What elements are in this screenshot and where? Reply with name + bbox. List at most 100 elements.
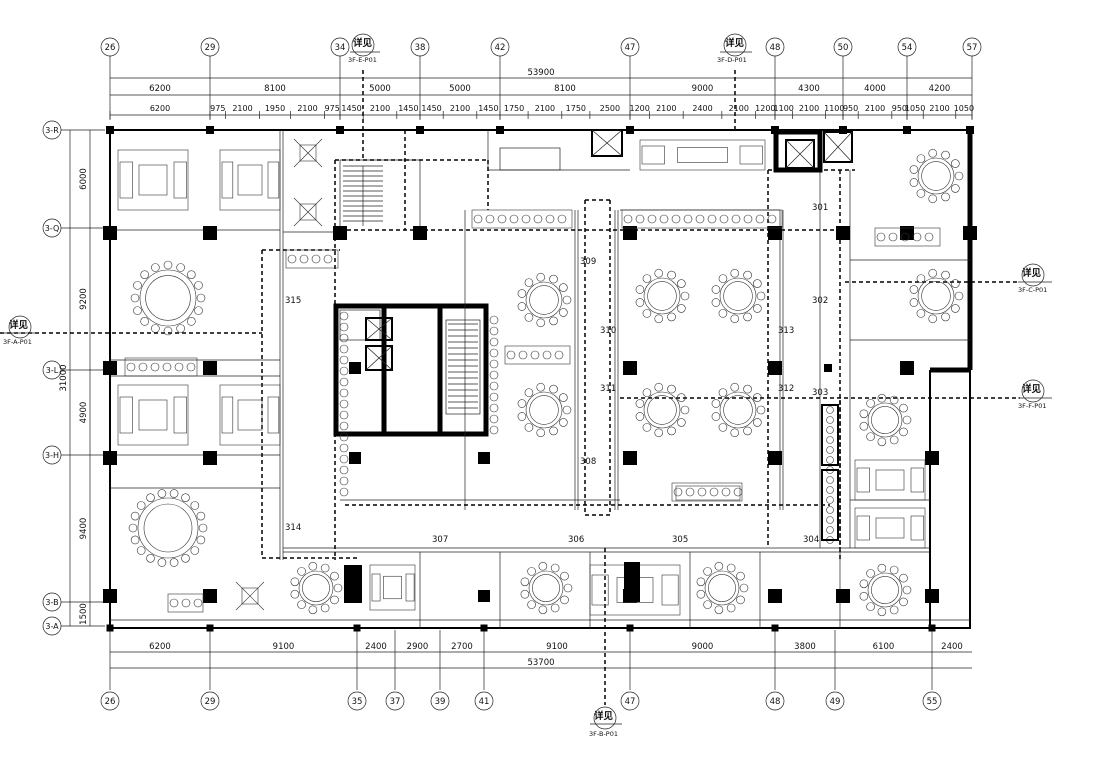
basin — [162, 362, 172, 372]
structural-columns — [103, 126, 977, 632]
chair — [635, 298, 645, 307]
chair — [524, 313, 534, 322]
chair — [714, 561, 724, 571]
plant — [339, 487, 349, 497]
svg-text:详见: 详见 — [1022, 267, 1042, 279]
dim-row2: 2500 — [600, 104, 620, 113]
column — [349, 362, 361, 374]
dim-row2: 1200 — [629, 104, 649, 113]
washroom-counter — [167, 593, 204, 613]
plant — [826, 426, 834, 434]
axis-label-left: 3-R — [45, 126, 59, 135]
chair — [130, 535, 140, 545]
dim-row2: 2100 — [535, 104, 555, 113]
plant — [339, 311, 349, 321]
plant — [826, 486, 834, 494]
sofa — [856, 515, 870, 541]
column — [925, 451, 939, 465]
basin — [743, 214, 753, 224]
column — [925, 589, 939, 603]
column — [106, 624, 114, 632]
coffee-table — [237, 164, 263, 196]
svg-text:3F-D-P01: 3F-D-P01 — [717, 56, 747, 64]
basin — [731, 214, 741, 224]
chair — [635, 285, 645, 294]
column — [203, 589, 217, 603]
dim-row2: 1100 — [774, 104, 794, 113]
round-table — [719, 277, 757, 315]
sofa — [173, 396, 187, 434]
column — [768, 361, 782, 375]
dim-row2: 2100 — [370, 104, 390, 113]
washroom-counter — [471, 209, 573, 229]
chair — [859, 591, 869, 601]
chair — [550, 563, 560, 573]
basin — [673, 487, 683, 497]
dim-row2: 6200 — [150, 104, 170, 113]
chair — [667, 426, 676, 436]
chair — [743, 426, 752, 436]
chair — [954, 291, 964, 301]
chair — [909, 178, 919, 187]
chair — [718, 388, 728, 397]
basin — [323, 254, 333, 264]
chair — [635, 399, 645, 408]
chair — [677, 304, 686, 313]
square-table — [241, 587, 259, 605]
column — [836, 589, 850, 603]
plant — [339, 432, 349, 442]
chair — [677, 279, 686, 288]
plant — [339, 465, 349, 475]
plant — [339, 344, 349, 354]
chair — [899, 573, 908, 583]
column — [626, 624, 634, 632]
chair — [559, 308, 568, 317]
axis-bubble-bottom — [200, 691, 220, 711]
chair — [866, 432, 875, 441]
dim-left: 9400 — [79, 518, 89, 540]
chair — [736, 571, 745, 581]
round-table-inner — [532, 574, 560, 602]
coffee-table — [138, 164, 168, 196]
dim-bottom: 6200 — [149, 642, 171, 652]
round-table-inner — [921, 281, 951, 311]
column — [478, 590, 490, 602]
svg-text:详见: 详见 — [353, 37, 373, 49]
plant — [339, 421, 349, 431]
chair — [667, 270, 676, 280]
chair — [198, 523, 208, 533]
round-table — [917, 157, 955, 195]
column — [839, 126, 847, 134]
dim-row2: 2100 — [799, 104, 819, 113]
sofa — [267, 161, 280, 199]
dim-left: 6000 — [79, 168, 89, 190]
plant — [489, 326, 499, 336]
plant — [339, 333, 349, 343]
coffee-table — [875, 517, 905, 539]
axis-label-top: 50 — [838, 43, 849, 53]
basin — [707, 214, 717, 224]
dim-row2: 975 — [325, 104, 340, 113]
room-303: 303 — [812, 388, 828, 398]
chair — [951, 184, 960, 193]
plant — [339, 388, 349, 398]
chair — [517, 412, 527, 421]
svg-text:详见: 详见 — [9, 319, 29, 331]
chair — [559, 418, 568, 427]
column — [203, 361, 217, 375]
axis-label-top: 38 — [415, 43, 426, 53]
detail-ref-b: 详见 3F-B-P01 — [589, 706, 622, 738]
basin — [506, 350, 516, 360]
basin — [542, 350, 552, 360]
chair — [642, 274, 652, 283]
axis-label-top: 34 — [335, 43, 346, 53]
column — [900, 226, 914, 240]
dim-row1: 5000 — [449, 84, 471, 94]
plant — [489, 337, 499, 347]
column — [106, 126, 114, 134]
chair — [187, 270, 196, 279]
axis-bubble-bottom — [347, 691, 367, 711]
sofa — [591, 574, 609, 606]
room-307: 307 — [432, 535, 448, 545]
building-outline — [109, 129, 973, 629]
